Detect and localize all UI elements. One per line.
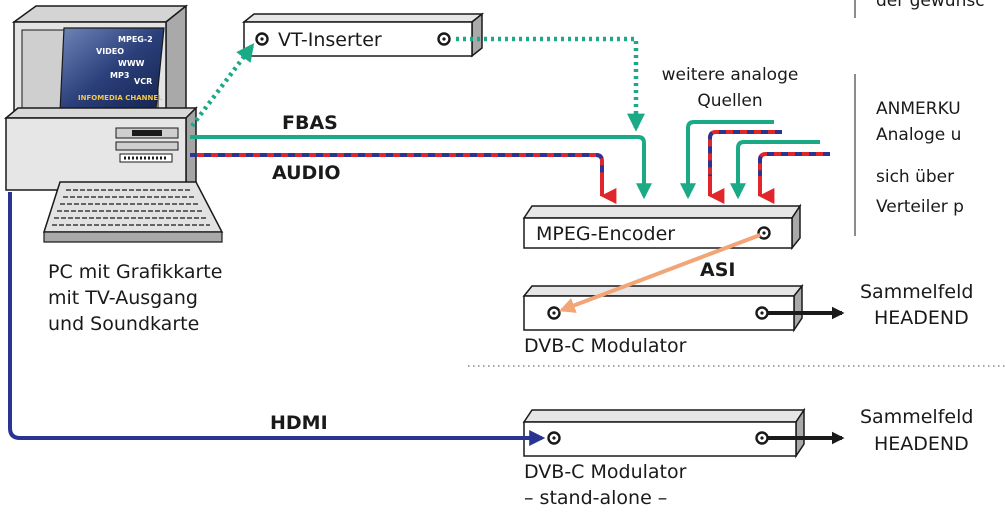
pc-to-vt-inserter-link [190, 43, 255, 128]
note-line-4: Verteiler p [876, 197, 964, 217]
modulator-2-label: DVB-C Modulator [524, 461, 687, 483]
screen-word-channel: INFOMEDIA CHANNEL [78, 94, 163, 102]
fbas-line [190, 135, 652, 200]
modulator-1-label: DVB-C Modulator [524, 335, 687, 357]
dvb-c-modulator-2-box [522, 407, 806, 459]
pc-caption-line-1: PC mit Grafikkarte [48, 261, 222, 283]
vt-inserter-to-encoder-link [456, 36, 645, 132]
fbas-label: FBAS [282, 112, 338, 134]
audio-label: AUDIO [272, 162, 341, 184]
note-top-fragment: der gewünsc [876, 0, 985, 11]
further-analog-sources [680, 120, 830, 204]
vt-inserter-box [241, 12, 485, 58]
audio-line-dashes [190, 153, 604, 176]
mpeg-encoder-label: MPEG-Encoder [536, 223, 675, 245]
asi-link [559, 233, 761, 313]
note-line-2: Analoge u [876, 125, 961, 145]
screen-word-mpeg: MPEG-2 [118, 35, 153, 44]
note-line-1: ANMERKU [876, 99, 961, 119]
hdmi-link [8, 192, 546, 446]
screen-word-vcr: VCR [134, 77, 152, 86]
sources-label-line-1: weitere analoge [662, 65, 799, 85]
mpeg-encoder-box [522, 203, 802, 251]
screen-word-mp3: MP3 [110, 71, 129, 80]
output-2-headend: HEADEND [874, 433, 969, 455]
note-line-3: sich über [876, 167, 954, 187]
sources-label-line-2: Quellen [697, 91, 762, 111]
output-1-headend: HEADEND [874, 307, 969, 329]
pc-computer-icon: MPEG-2 VIDEO WWW MP3 VCR INFOMEDIA CHANN… [3, 4, 224, 243]
vt-inserter-label: VT-Inserter [278, 29, 382, 51]
pc-caption-line-2: mit TV-Ausgang [48, 287, 198, 309]
hdmi-label: HDMI [270, 412, 328, 434]
pc-caption-line-3: und Soundkarte [48, 313, 199, 335]
modulator-2-standalone-label: – stand-alone – [524, 487, 667, 509]
output-1-sammelfeld: Sammelfeld [860, 281, 973, 303]
asi-label: ASI [700, 259, 735, 281]
output-2-sammelfeld: Sammelfeld [860, 406, 973, 428]
screen-word-www: WWW [118, 59, 145, 68]
audio-line-base [190, 153, 604, 190]
screen-word-video: VIDEO [96, 47, 124, 56]
